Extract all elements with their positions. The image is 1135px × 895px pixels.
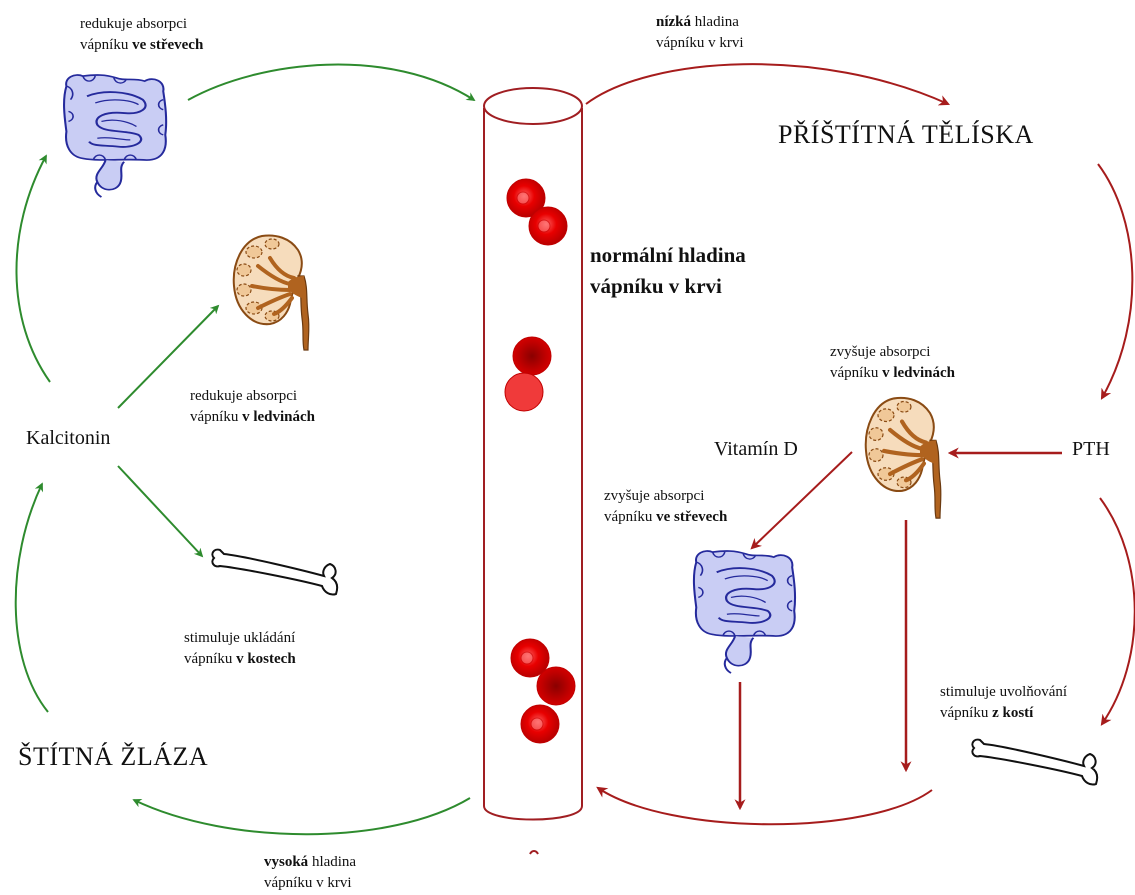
arrow-to-vessel-bottom bbox=[598, 788, 932, 824]
parathyroid-title: PŘÍŠTÍTNÁ TĚLÍSKA bbox=[778, 120, 1034, 150]
label-top-left: redukuje absorpci vápníku ve střevech bbox=[80, 14, 203, 56]
vitamin-d-label: Vitamín D bbox=[714, 438, 798, 461]
label-right-kidney: zvyšuje absorpci vápníku v ledvinách bbox=[830, 342, 955, 384]
thyroid-title: ŠTÍTNÁ ŽLÁZA bbox=[18, 742, 208, 772]
label-bottom: vysoká hladina vápníku v krvi bbox=[264, 852, 356, 894]
bone-icon bbox=[972, 740, 1097, 785]
label-left-kidney: redukuje absorpci vápníku v ledvinách bbox=[190, 386, 315, 428]
arrow-thyroid-to-calcitonin bbox=[16, 484, 48, 712]
intestine-icon bbox=[64, 75, 166, 197]
label-top-right: nízká hladina vápníku v krvi bbox=[656, 12, 744, 54]
label-left-bone: stimuluje ukládání vápníku v kostech bbox=[184, 628, 296, 670]
arrow-vessel-to-thyroid bbox=[134, 798, 470, 834]
kidney-icon bbox=[234, 236, 309, 350]
label-right-bone: stimuluje uvolňování vápníku z kostí bbox=[940, 682, 1067, 724]
kidney-icon bbox=[866, 398, 941, 518]
arrow-calcitonin-to-bone bbox=[118, 466, 202, 556]
arrow-calcitonin-to-gut bbox=[16, 156, 50, 382]
arrow-pth-to-bone bbox=[1100, 498, 1135, 724]
calcitonin-label: Kalcitonin bbox=[26, 427, 110, 450]
arrow-parathyroid-to-pth bbox=[1098, 164, 1132, 398]
center-title: normální hladina vápníku v krvi bbox=[590, 240, 746, 302]
arrow-vessel-to-parathyroid bbox=[586, 64, 948, 104]
pth-label: PTH bbox=[1072, 438, 1110, 461]
arrow-gut-to-vessel bbox=[188, 65, 474, 100]
bone-icon bbox=[212, 550, 337, 595]
label-right-gut: zvyšuje absorpci vápníku ve střevech bbox=[604, 486, 727, 528]
intestine-icon bbox=[694, 551, 795, 673]
arrow-vitamind-to-gut bbox=[752, 452, 852, 548]
